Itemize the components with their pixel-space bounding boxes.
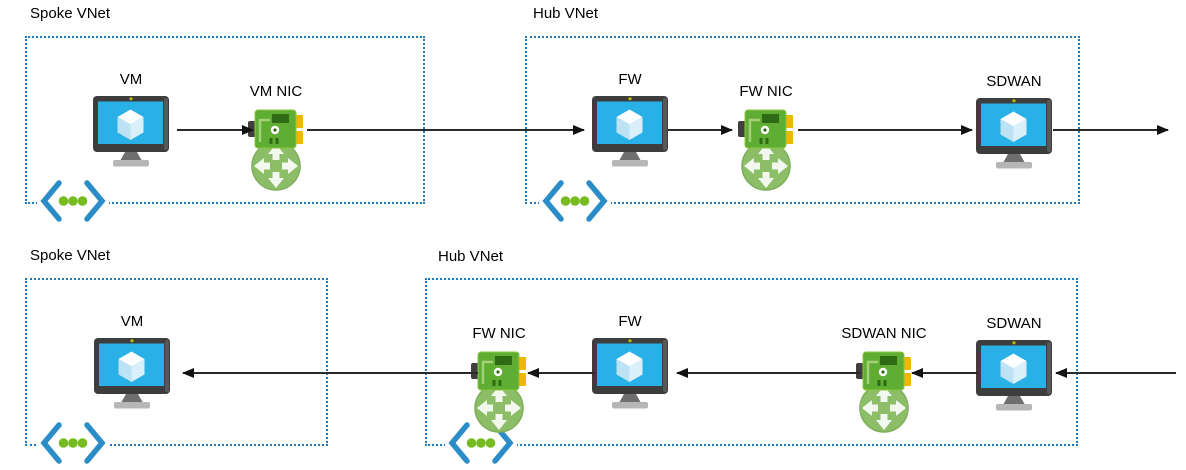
arrowhead-left-icon	[1055, 368, 1067, 379]
node-label: SDWAN	[986, 73, 1042, 90]
flow-arrow-fw-to-fwnic	[527, 368, 595, 379]
node-label: FW NIC	[472, 325, 526, 342]
node-label: FW NIC	[739, 83, 793, 100]
node-fw-nic-top: FW NIC	[706, 82, 826, 192]
flow-arrow-sdwannic-to-fw	[676, 368, 860, 379]
arrowhead-right-icon	[242, 125, 254, 136]
spoke-vnet-title-bottom: Spoke VNet	[30, 247, 111, 264]
network-interface-card-icon	[248, 108, 304, 192]
arrowhead-right-icon	[573, 125, 585, 136]
virtual-machine-icon	[592, 96, 668, 168]
virtual-machine-icon	[976, 340, 1052, 412]
flow-arrow-fwnic-to-sdwan	[798, 125, 973, 136]
node-sdwan-top: SDWAN	[954, 72, 1074, 170]
node-fw-nic-bottom: FW NIC	[439, 324, 559, 434]
node-vm-nic-top: VM NIC	[216, 82, 336, 192]
flow-arrow-vm-to-vmnic	[177, 125, 254, 136]
spoke-vnet-box-bottom	[25, 278, 328, 446]
arrowhead-left-icon	[527, 368, 539, 379]
virtual-machine-icon	[93, 96, 169, 168]
network-interface-card-icon	[738, 108, 794, 192]
node-label: SDWAN	[986, 315, 1042, 332]
flow-arrow-in-to-sdwan	[1055, 368, 1176, 379]
node-fw-top: FW	[570, 70, 690, 168]
network-interface-card-icon	[471, 350, 527, 434]
hub-vnet-title-top: Hub VNet	[533, 5, 599, 22]
node-label: FW	[618, 71, 642, 88]
arrowhead-right-icon	[721, 125, 733, 136]
virtual-machine-icon	[94, 338, 170, 410]
network-interface-card-icon	[856, 350, 912, 434]
flow-arrow-vmnic-to-fw	[307, 125, 585, 136]
node-label: FW	[618, 313, 642, 330]
node-label: VM	[119, 71, 143, 88]
node-sdwan-bottom: SDWAN	[954, 314, 1074, 412]
flow-arrow-sdwan-out	[1053, 125, 1169, 136]
node-vm-bottom: VM	[72, 312, 192, 410]
virtual-network-icon	[37, 419, 109, 467]
flow-arrow-fw-to-fwnic	[668, 125, 733, 136]
node-label: VM NIC	[249, 83, 303, 100]
virtual-machine-icon	[976, 98, 1052, 170]
hub-vnet-title-bottom: Hub VNet	[438, 248, 504, 265]
node-label: VM	[120, 313, 144, 330]
hub-vnet-box-bottom	[425, 278, 1078, 446]
virtual-network-icon	[37, 177, 109, 225]
arrowhead-left-icon	[676, 368, 688, 379]
spoke-vnet-title-top: Spoke VNet	[30, 5, 111, 22]
arrowhead-left-icon	[911, 368, 923, 379]
node-label: SDWAN NIC	[841, 325, 927, 342]
spoke-vnet-box-top	[25, 36, 425, 204]
node-vm-top: VM	[71, 70, 191, 168]
flow-arrow-sdwan-to-sdwannic	[911, 368, 978, 379]
virtual-machine-icon	[592, 338, 668, 410]
node-sdwan-nic-bottom: SDWAN NIC	[824, 324, 944, 434]
hub-vnet-box-top	[525, 36, 1080, 204]
arrowhead-right-icon	[1157, 125, 1169, 136]
arrowhead-right-icon	[961, 125, 973, 136]
flow-arrow-fwnic-to-vm	[182, 368, 478, 379]
virtual-network-icon	[539, 177, 611, 225]
node-fw-bottom: FW	[570, 312, 690, 410]
arrowhead-left-icon	[182, 368, 194, 379]
